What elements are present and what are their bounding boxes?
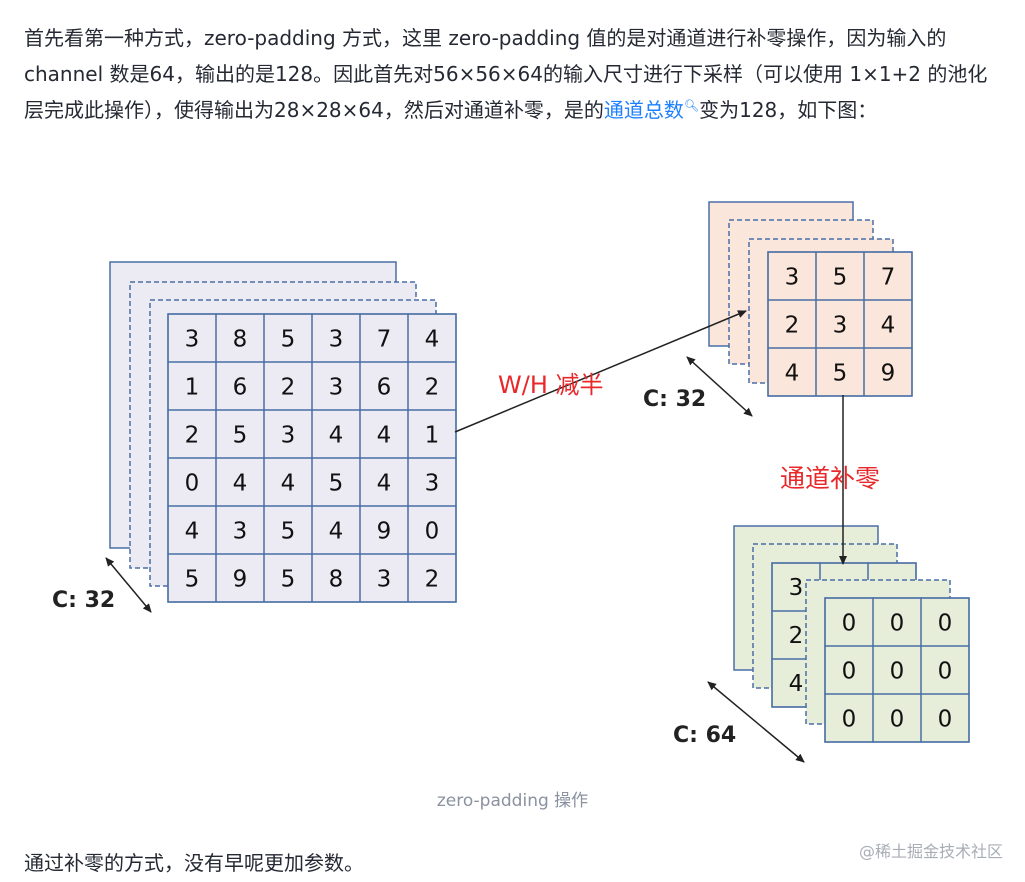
- search-icon: 🔍︎: [683, 98, 700, 113]
- grid-value: 4: [785, 360, 800, 386]
- intro-text-1: 首先看第一种方式，zero-padding 方式，这里 zero-padding…: [24, 26, 988, 122]
- grid-value: 4: [377, 470, 392, 496]
- c32-left-label: C: 32: [52, 588, 115, 613]
- c64-bottom-label: C: 64: [673, 723, 736, 748]
- grid-value: 6: [233, 374, 248, 400]
- grid-value: 2: [281, 374, 296, 400]
- grid-value: 0: [842, 658, 857, 684]
- grid-value: 4: [377, 422, 392, 448]
- grid-value: 9: [377, 518, 392, 544]
- grid-value: 5: [833, 360, 848, 386]
- grid-value: 4: [329, 422, 344, 448]
- grid-value: 3: [329, 374, 344, 400]
- grid-value: 2: [785, 312, 800, 338]
- downsample-arrow: [454, 310, 747, 433]
- grid-value: 2: [425, 566, 440, 592]
- grid-value: 5: [185, 566, 200, 592]
- grid-value: 8: [329, 566, 344, 592]
- grid-value: 9: [881, 360, 896, 386]
- grid-value: 0: [890, 610, 905, 636]
- grid-value: 3: [833, 312, 848, 338]
- padded-grid: 0 0 0 0 0 0 0 0 0: [824, 597, 970, 743]
- grid-cell: [863, 347, 913, 397]
- behind-digit: 2: [789, 623, 804, 649]
- c32-mid-label: C: 32: [643, 387, 706, 412]
- grid-cell: [407, 553, 457, 603]
- grid-value: 2: [425, 374, 440, 400]
- grid-value: 3: [185, 326, 200, 352]
- depth-arrow-mid: [686, 356, 753, 417]
- site-watermark: @稀土掘金技术社区: [858, 842, 1003, 861]
- grid-value: 1: [185, 374, 200, 400]
- grid-value: 7: [881, 264, 896, 290]
- grid-value: 0: [842, 610, 857, 636]
- grid-value: 1: [425, 422, 440, 448]
- input-feature-map-stack: 3 8 5 3 7 4 1 6 2 3 6 2 2 5 3 4 4 1 0 4 4 5 4 3 4 3 5 4 9 0 5 9 5 8 3 2: [109, 261, 457, 603]
- grid-value: 2: [185, 422, 200, 448]
- grid-cell: [920, 693, 970, 743]
- grid-value: 4: [281, 470, 296, 496]
- grid-value: 3: [425, 470, 440, 496]
- grid-value: 3: [233, 518, 248, 544]
- grid-value: 3: [377, 566, 392, 592]
- figure-canvas: 3 8 5 3 7 4 1 6 2 3 6 2 2 5 3 4 4 1 0 4 4 5 4 3 4 3 5 4 9 0 5 9 5 8 3 2 3 5 7…: [52, 201, 970, 763]
- channel-total-link[interactable]: 通道总数🔍︎: [603, 98, 700, 122]
- grid-value: 0: [890, 706, 905, 732]
- depth-arrow-bottom: [707, 681, 805, 763]
- grid-value: 5: [233, 422, 248, 448]
- grid-value: 4: [329, 518, 344, 544]
- grid-value: 5: [329, 470, 344, 496]
- depth-arrow-left: [105, 557, 152, 613]
- pooled-feature-map-stack: 3 5 7 2 3 4 4 5 9: [708, 201, 913, 397]
- grid-value: 9: [233, 566, 248, 592]
- conclusion-paragraph: 通过补零的方式，没有早呢更加参数。: [24, 851, 364, 875]
- padded-feature-map-stack: 3 2 4 0 0 0 0 0 0 0 0 0: [733, 525, 970, 743]
- grid-value: 0: [938, 706, 953, 732]
- grid-value: 0: [425, 518, 440, 544]
- grid-value: 5: [833, 264, 848, 290]
- grid-value: 8: [233, 326, 248, 352]
- grid-value: 3: [281, 422, 296, 448]
- grid-value: 6: [377, 374, 392, 400]
- grid-value: 4: [881, 312, 896, 338]
- intro-paragraph: 首先看第一种方式，zero-padding 方式，这里 zero-padding…: [24, 20, 1004, 128]
- grid-value: 5: [281, 326, 296, 352]
- grid-value: 4: [233, 470, 248, 496]
- input-grid: 3 8 5 3 7 4 1 6 2 3 6 2 2 5 3 4 4 1 0 4 4 5 4 3 4 3 5 4 9 0 5 9 5 8 3 2: [167, 313, 457, 603]
- grid-value: 5: [281, 566, 296, 592]
- behind-digit: 3: [789, 575, 804, 601]
- grid-value: 7: [377, 326, 392, 352]
- grid-value: 5: [281, 518, 296, 544]
- intro-text-2: 变为128，如下图：: [699, 98, 878, 122]
- grid-value: 3: [329, 326, 344, 352]
- grid-value: 0: [890, 658, 905, 684]
- grid-value: 0: [842, 706, 857, 732]
- channel-pad-label: 通道补零: [780, 464, 880, 493]
- grid-value: 0: [185, 470, 200, 496]
- wh-half-label: W/H 减半: [498, 371, 604, 399]
- pooled-grid: 3 5 7 2 3 4 4 5 9: [767, 251, 913, 397]
- grid-value: 0: [938, 610, 953, 636]
- behind-digit: 4: [789, 671, 804, 697]
- grid-value: 0: [938, 658, 953, 684]
- zero-padding-figure: 3 8 5 3 7 4 1 6 2 3 6 2 2 5 3 4 4 1 0 4 4 5 4 3 4 3 5 4 9 0 5 9 5 8 3 2 3 5 7…: [0, 190, 1025, 780]
- grid-value: 4: [425, 326, 440, 352]
- figure-caption: zero-padding 操作: [436, 791, 589, 811]
- grid-value: 4: [185, 518, 200, 544]
- grid-value: 3: [785, 264, 800, 290]
